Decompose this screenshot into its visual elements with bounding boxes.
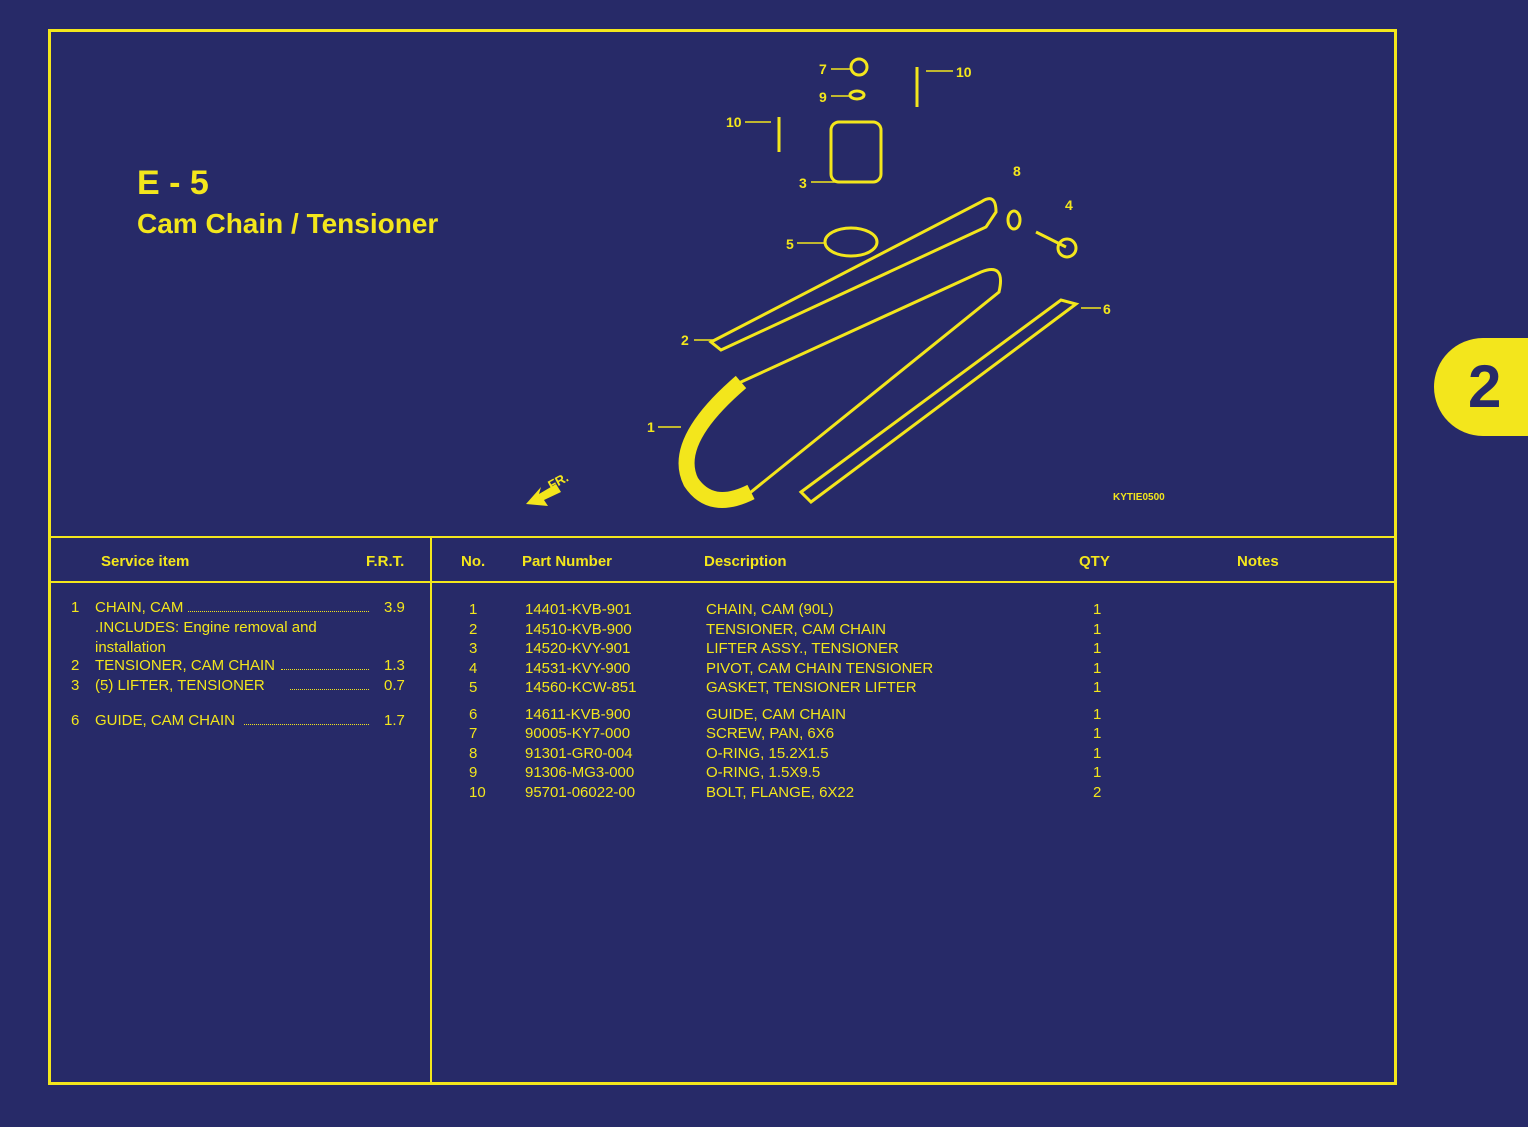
part-part: 14520-KVY-901: [525, 640, 631, 657]
part-desc: LIFTER ASSY., TENSIONER: [706, 640, 899, 657]
part-part: 14611-KVB-900: [525, 705, 631, 723]
part-no: 9: [469, 764, 478, 781]
part-part: 91301-GR0-004: [525, 744, 633, 762]
leader-dots: [243, 724, 369, 725]
service-item-frt: 1.7: [384, 712, 405, 729]
service-item-no: 2: [71, 657, 80, 674]
part-no: 7: [469, 725, 478, 742]
callout-1: 1: [647, 419, 655, 435]
service-item-note: .INCLUDES: Engine removal and installati…: [95, 619, 317, 656]
service-item-name: (5) LIFTER, TENSIONER: [95, 677, 265, 694]
service-item-frt: 1.3: [384, 657, 405, 674]
callout-10a: 10: [726, 114, 742, 130]
gasket: [823, 226, 879, 258]
o-ring: [1006, 209, 1022, 231]
page-tab[interactable]: 2: [1434, 338, 1528, 436]
part-desc: GUIDE, CAM CHAIN: [706, 705, 847, 723]
service-item-no: 1: [71, 599, 80, 616]
part-no: 3: [469, 640, 478, 657]
callout-6: 6: [1103, 301, 1111, 317]
part-desc: O-RING, 1.5X9.5: [706, 764, 821, 781]
part-qty: 1: [1093, 659, 1102, 677]
leader-dots: [290, 689, 369, 690]
part-qty: 1: [1093, 764, 1102, 781]
part-part: 14560-KCW-851: [525, 679, 637, 696]
chain-tensioner: [708, 197, 998, 352]
leader-dots: [188, 611, 369, 612]
part-no: 1: [469, 601, 478, 618]
parts-page-frame: E - 5 Cam Chain / Tensioner 1 2 3: [48, 29, 1397, 1085]
part-qty: 1: [1093, 744, 1102, 762]
divider: [51, 536, 1394, 538]
part-qty: 2: [1093, 783, 1102, 801]
divider: [51, 581, 1394, 583]
leader-dots: [281, 669, 369, 670]
service-item-no: 6: [71, 712, 80, 729]
section-title: Cam Chain / Tensioner: [137, 208, 439, 239]
part-no: 4: [469, 659, 478, 677]
callout-9: 9: [819, 89, 827, 105]
callout-4: 4: [1065, 197, 1073, 213]
part-qty: 1: [1093, 705, 1102, 723]
part-desc: O-RING, 15.2X1.5: [706, 744, 829, 762]
part-qty: 1: [1093, 640, 1102, 657]
part-no: 6: [469, 705, 478, 723]
part-desc: TENSIONER, CAM CHAIN: [706, 620, 887, 638]
part-no: 2: [469, 620, 478, 638]
part-part: 14531-KVY-900: [525, 659, 631, 677]
part-part: 95701-06022-00: [525, 783, 636, 801]
service-item-name: GUIDE, CAM CHAIN: [95, 712, 236, 729]
header-service-item: Service item: [101, 553, 190, 570]
header-qty: QTY: [1079, 553, 1110, 570]
service-item-no: 3: [71, 677, 80, 694]
callout-8: 8: [1013, 163, 1021, 179]
chain-guide: [798, 298, 1080, 504]
divider: [430, 536, 432, 1082]
front-arrow-icon: [526, 484, 561, 506]
service-item-frt: 3.9: [384, 599, 405, 616]
part-desc: CHAIN, CAM (90L): [706, 601, 834, 618]
exploded-diagram: 1 2 3 4 5 6 7 8 9 10 10 FR. KYTIE0500: [526, 57, 1165, 508]
header-notes: Notes: [1237, 553, 1279, 570]
header-description: Description: [704, 553, 787, 570]
part-desc: GASKET, TENSIONER LIFTER: [706, 679, 917, 696]
service-item-frt: 0.7: [384, 677, 405, 694]
callout-7: 7: [819, 61, 827, 77]
part-part: 91306-MG3-000: [525, 764, 635, 781]
part-no: 5: [469, 679, 478, 696]
callout-3: 3: [799, 175, 807, 191]
tensioner-lifter: [829, 120, 883, 184]
diagram-code: KYTIE0500: [1113, 492, 1165, 503]
chain-highlight: [678, 375, 755, 508]
part-qty: 1: [1093, 679, 1102, 696]
part-part: 14401-KVB-901: [525, 601, 632, 618]
service-item-name: CHAIN, CAM: [95, 599, 184, 616]
part-qty: 1: [1093, 725, 1102, 742]
part-part: 90005-KY7-000: [525, 725, 631, 742]
header-frt: F.R.T.: [366, 553, 405, 570]
part-no: 10: [469, 783, 486, 801]
part-no: 8: [469, 744, 478, 762]
part-qty: 1: [1093, 601, 1102, 618]
part-qty: 1: [1093, 620, 1102, 638]
pivot-bolt: [1035, 230, 1067, 249]
callout-10b: 10: [956, 64, 972, 80]
callout-2: 2: [681, 332, 689, 348]
callout-5: 5: [786, 236, 794, 252]
part-desc: SCREW, PAN, 6X6: [706, 725, 835, 742]
header-part-number: Part Number: [522, 553, 613, 570]
part-desc: PIVOT, CAM CHAIN TENSIONER: [706, 659, 934, 677]
part-part: 14510-KVB-900: [525, 620, 632, 638]
part-desc: BOLT, FLANGE, 6X22: [706, 783, 855, 801]
section-code: E - 5: [137, 164, 209, 202]
header-no: No.: [461, 553, 486, 570]
service-item-name: TENSIONER, CAM CHAIN: [95, 657, 276, 674]
